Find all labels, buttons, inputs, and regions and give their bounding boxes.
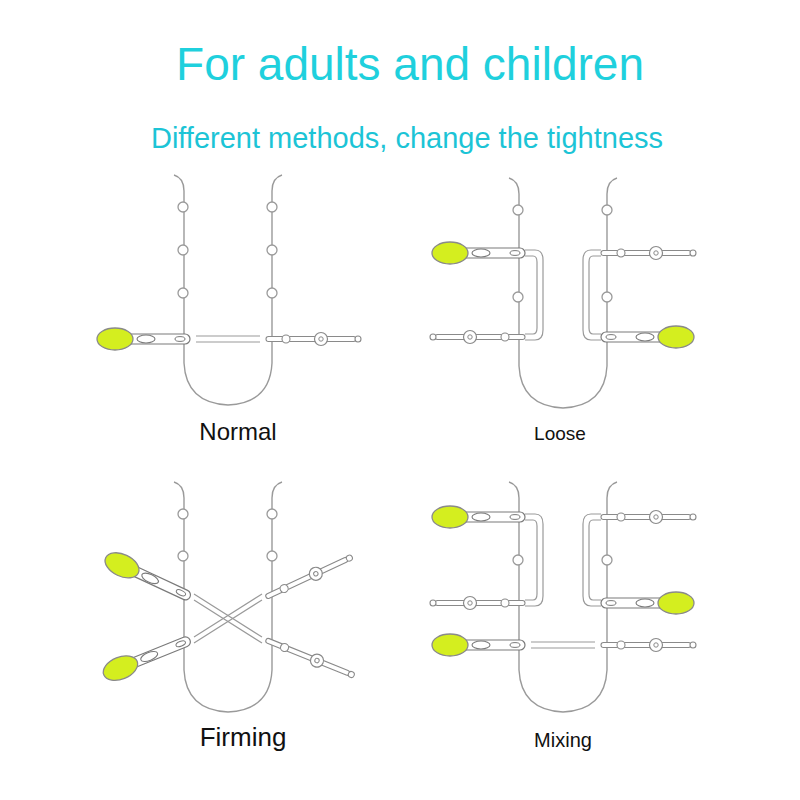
lace-loop	[525, 514, 543, 606]
method-label: Firming	[200, 723, 287, 752]
eyelet	[267, 509, 277, 519]
lace-loop	[583, 514, 601, 606]
crossed-lace	[194, 594, 262, 643]
eyelet	[267, 551, 277, 561]
lace-loop	[525, 250, 543, 340]
plain-clip	[601, 639, 696, 652]
plain-clip	[264, 634, 357, 682]
green-clip	[101, 548, 195, 607]
plain-clip	[430, 597, 525, 610]
eyelet	[267, 245, 277, 255]
loose-lacing	[430, 178, 696, 408]
mixing-lacing	[430, 482, 696, 712]
green-clip	[97, 328, 190, 350]
firming-lacing	[100, 482, 357, 712]
subtitle: Different methods, change the tightness	[151, 123, 663, 155]
plain-clip	[263, 551, 355, 603]
plain-clip	[601, 247, 696, 260]
green-clip	[601, 326, 694, 348]
green-clip	[432, 634, 525, 656]
lace-loop	[583, 250, 601, 340]
eyelet	[178, 509, 188, 519]
eyelet	[602, 205, 612, 215]
eyelet	[267, 288, 277, 298]
eyelet	[602, 555, 612, 565]
shoe-outline	[174, 175, 282, 405]
plain-clip	[266, 333, 361, 346]
green-clip	[100, 630, 194, 685]
eyelet	[178, 551, 188, 561]
plain-clip	[430, 331, 525, 344]
method-label: Mixing	[534, 729, 592, 751]
shoe-outline	[509, 178, 617, 408]
lace	[196, 336, 260, 342]
eyelet	[178, 245, 188, 255]
method-label: Loose	[534, 424, 586, 445]
green-clip	[432, 242, 525, 264]
eyelet	[178, 288, 188, 298]
eyelet	[513, 555, 523, 565]
normal-lacing	[97, 175, 361, 405]
method-label: Normal	[199, 419, 276, 445]
lace	[531, 642, 595, 648]
plain-clip	[601, 511, 696, 524]
eyelet	[513, 292, 523, 302]
eyelet	[267, 202, 277, 212]
green-clip	[432, 506, 525, 528]
eyelet	[178, 202, 188, 212]
page-title: For adults and children	[176, 39, 644, 90]
eyelet	[602, 292, 612, 302]
green-clip	[601, 592, 694, 614]
eyelet	[513, 205, 523, 215]
